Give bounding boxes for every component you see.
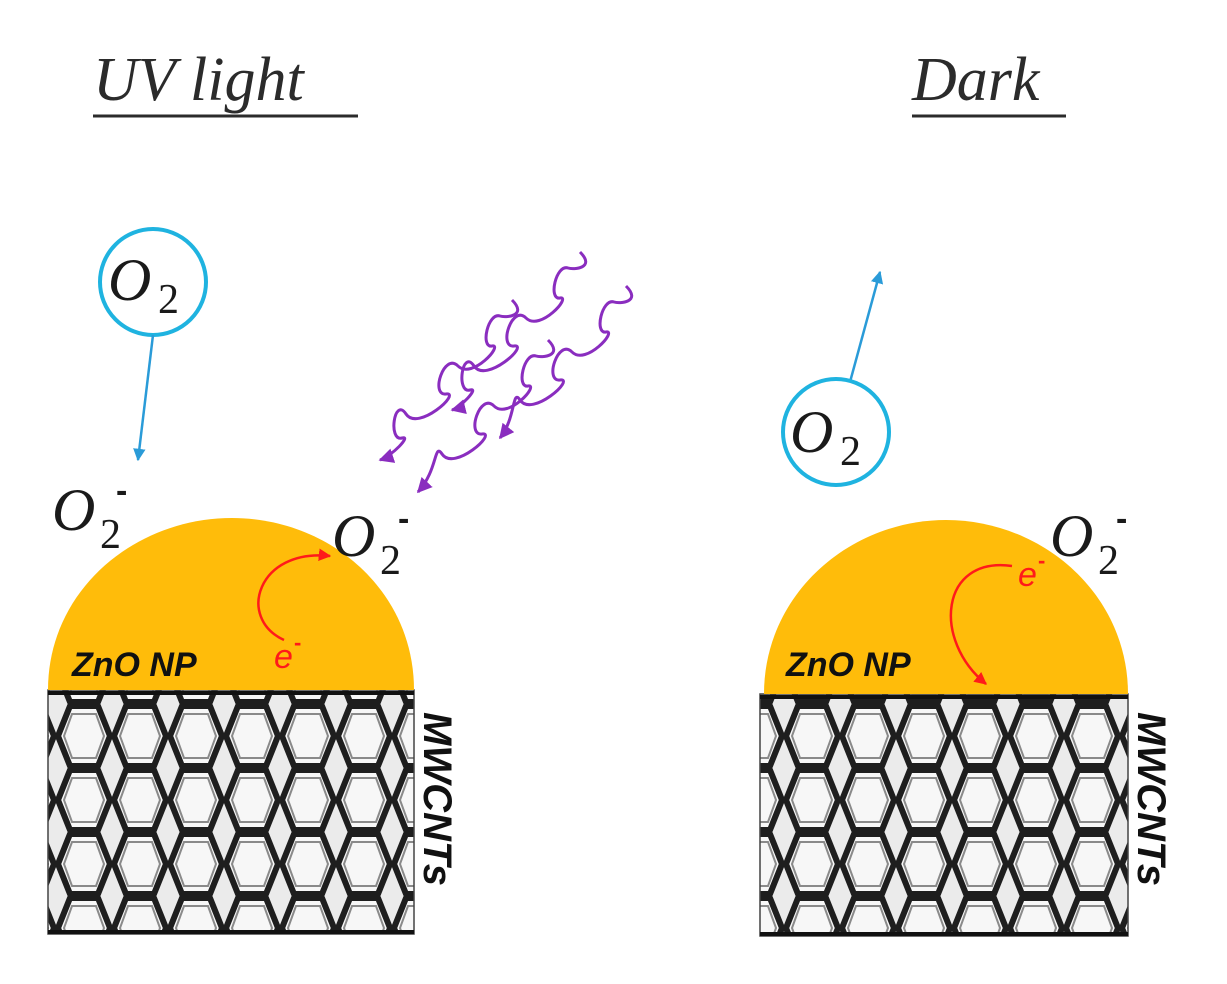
- uv-panel: UV light O 2 MWCNTs ZnO NP e -: [47, 46, 634, 935]
- dark-zno-dome: [764, 520, 1128, 694]
- o2-ion-symbol: O: [332, 503, 375, 569]
- uv-wave-group: [378, 250, 634, 494]
- o2-ion-symbol: O: [1050, 503, 1093, 569]
- o2-ion-charge: -: [116, 472, 127, 510]
- o2-ion-subscript: 2: [1098, 538, 1119, 584]
- dark-zno-label: ZnO NP: [785, 646, 911, 684]
- o2-ion-charge: -: [398, 500, 409, 538]
- o2-ion-symbol: O: [52, 477, 95, 543]
- uv-electron-symbol: e: [274, 638, 293, 676]
- o2-subscript: 2: [158, 277, 179, 323]
- dark-mwcnt-label: MWCNTs: [1129, 712, 1173, 886]
- uv-o2-ion-right: O 2 -: [332, 500, 409, 584]
- uv-panel-title: UV light: [93, 46, 305, 114]
- o2-symbol: O: [108, 247, 151, 313]
- uv-o2-ion-left: O 2 -: [52, 472, 127, 558]
- dark-o2-molecule: O 2: [781, 377, 891, 487]
- dark-mwcnt-block: [760, 694, 1128, 936]
- o2-symbol: O: [790, 399, 833, 465]
- uv-wave-icon: [450, 250, 588, 414]
- uv-electron-charge: -: [294, 630, 301, 655]
- uv-wave-icon: [416, 338, 556, 494]
- o2-ion-subscript: 2: [380, 538, 401, 584]
- o2-circle-icon: [781, 377, 891, 487]
- electron-transfer-arrow-icon: [257, 548, 332, 642]
- uv-zno-dome: [48, 518, 414, 690]
- uv-mwcnt-block: [48, 690, 414, 934]
- dark-o2-ion: O 2 -: [1050, 500, 1127, 584]
- adsorption-arrow-icon: [133, 334, 155, 462]
- dark-electron-symbol: e: [1018, 556, 1037, 594]
- o2-ion-subscript: 2: [100, 512, 121, 558]
- desorption-arrow-icon: [848, 270, 884, 383]
- uv-zno-label: ZnO NP: [71, 646, 197, 684]
- o2-ion-charge: -: [1116, 500, 1127, 538]
- electron-return-arrow-icon: [949, 563, 1013, 685]
- uv-o2-molecule: O 2: [98, 227, 208, 337]
- uv-wave-icon: [498, 284, 634, 440]
- dark-panel: Dark O 2 MWCNTs ZnO NP e - O 2 -: [759, 46, 1173, 937]
- o2-subscript: 2: [840, 429, 861, 475]
- uv-wave-icon: [378, 298, 520, 463]
- dark-panel-title: Dark: [911, 46, 1041, 114]
- uv-mwcnt-label: MWCNTs: [415, 712, 459, 886]
- dark-electron-charge: -: [1038, 548, 1045, 573]
